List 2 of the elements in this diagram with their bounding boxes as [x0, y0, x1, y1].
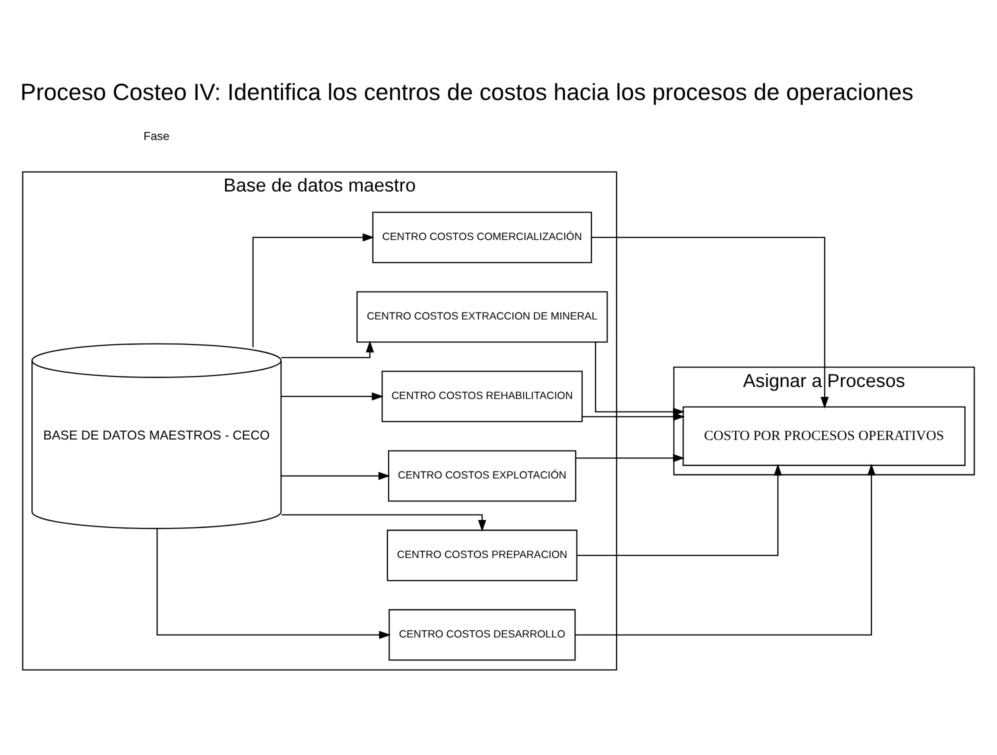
- label: Fase: [144, 129, 170, 142]
- diagram-title: Proceso Costeo IV: Identifica los centros de costos hacia los procesos de operaciones: [20, 78, 914, 105]
